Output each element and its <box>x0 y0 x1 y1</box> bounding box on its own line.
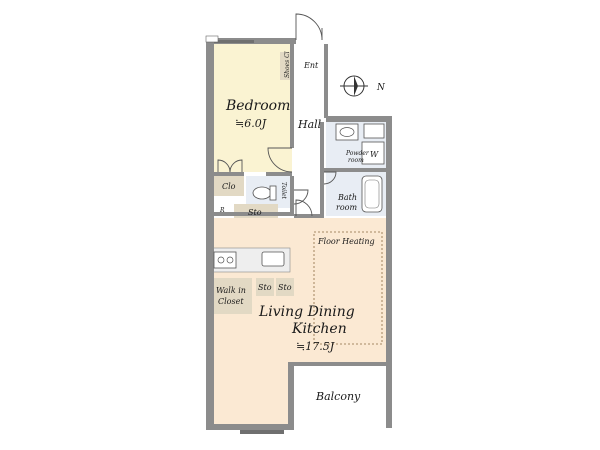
ldk-area: ≒17.5J <box>296 340 335 353</box>
storage-bedroom-label: Sto <box>248 208 262 217</box>
wall-mark <box>205 35 219 43</box>
entrance-label: Ent <box>303 61 319 70</box>
fixtures <box>213 123 385 345</box>
kitchen-sink-icon <box>261 251 285 267</box>
walk-in-closet-label-1: Walk in <box>216 286 246 295</box>
compass-north-label: N <box>376 83 386 93</box>
bath-room-label-2: room <box>336 203 357 212</box>
shoe-closet-floor <box>280 52 292 80</box>
hall-label: Hall <box>297 118 322 131</box>
closet-floor <box>214 176 244 196</box>
storage-1-floor <box>256 278 274 296</box>
balcony-label: Balcony <box>315 390 361 403</box>
sink-icon <box>335 123 359 141</box>
bedroom-label: Bedroom <box>225 98 290 114</box>
bedroom-area: ≒6.0J <box>235 117 267 130</box>
refrigerator-label: R <box>219 207 225 214</box>
shoe-closet-label: Shoes Cl <box>284 51 291 78</box>
floor-heating-label: Floor Heating <box>317 237 375 246</box>
washer-box <box>361 141 385 165</box>
stove-icon <box>213 251 237 269</box>
toilet-bowl-icon <box>252 186 272 200</box>
compass-icon: N <box>340 75 386 97</box>
powder-room-label-2: room <box>348 157 364 164</box>
toilet-label: Toilet <box>280 182 287 200</box>
walk-in-closet-label-2: Closet <box>218 297 244 306</box>
walk-in-closet-floor <box>212 278 252 314</box>
floor-heating-area <box>313 231 383 345</box>
powder-room-label-1: Powder <box>345 150 370 157</box>
bedroom-floor <box>214 44 292 172</box>
ldk-label-1: Living Dining <box>258 304 355 320</box>
bath-room-label-1: Bath <box>337 193 357 202</box>
closet-label: Clo <box>222 182 236 191</box>
bathtub-icon <box>361 175 383 213</box>
walls <box>206 38 392 434</box>
balcony-floor <box>294 366 386 426</box>
storage-1-label: Sto <box>258 283 272 292</box>
doors <box>217 13 337 217</box>
storage-2-label: Sto <box>278 283 292 292</box>
ldk-label-2: Kitchen <box>291 321 347 337</box>
washer-label: W <box>370 150 379 159</box>
storage-2-floor <box>276 278 294 296</box>
